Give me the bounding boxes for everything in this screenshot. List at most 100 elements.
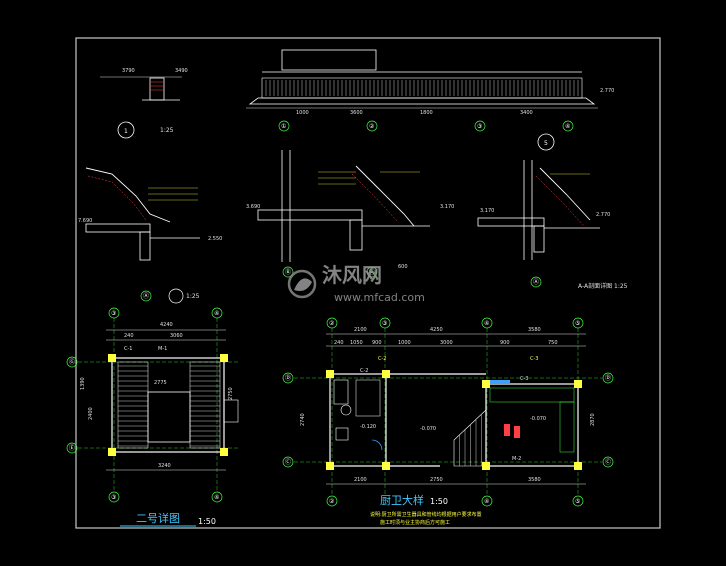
kb-sub-dim: 1000 (398, 340, 411, 346)
kb-grid-top-1: ② (329, 320, 335, 327)
grid-bubble-icon (366, 266, 378, 278)
kb-note-label-right: C-3 (530, 356, 538, 362)
grid-bubble-icon (602, 456, 614, 468)
elevation-dim-3: 1800 (420, 110, 433, 116)
watermark-brand: 沐风网 (322, 263, 382, 287)
elevation-axis-1: ① (281, 123, 286, 130)
kb-side-dim-1: 2740 (300, 413, 306, 426)
grid-bubble-icon (108, 491, 120, 503)
elevation-dim-right: 2.770 (600, 88, 614, 94)
grid-bubble-icon (366, 120, 378, 132)
kb-dim-bottom-3: 3580 (528, 477, 541, 483)
grid-bubble-icon (282, 266, 294, 278)
kb-grid-bottom-2: ④ (484, 498, 489, 505)
watermark-group: 沐风网 www.mfcad.com (287, 263, 425, 304)
grid-bubble-icon (530, 276, 542, 288)
watermark-url: www.mfcad.com (334, 291, 425, 304)
kb-level-1: -0.120 (360, 424, 376, 430)
grid-bubble-icon (140, 290, 152, 302)
stair-detail-scale: 1:50 (198, 517, 216, 526)
kb-title: 厨卫大样 (380, 493, 424, 507)
section-aa-top-label: 5 (544, 140, 548, 147)
kb-grid-top-2: ③ (382, 320, 387, 327)
kb-level-3: -0.070 (530, 416, 546, 422)
kb-grid-side-left-1: Ⓓ (285, 374, 291, 382)
kb-dim-bottom-2: 2750 (430, 477, 443, 483)
stair-dim-top-2: 240 (124, 333, 134, 339)
stair-grid-bottom-1: ③ (111, 494, 116, 501)
detail-1-label: 1 (124, 128, 128, 135)
kb-sub-dim: 3000 (440, 340, 453, 346)
section-aa-title: A-A剖面详图 1:25 (578, 282, 628, 290)
grid-bubble-icon (602, 372, 614, 384)
kb-sub-dim: 900 (372, 340, 382, 346)
stair-dim-top-1: 4240 (160, 322, 173, 328)
kb-dim-top-2: 4250 (430, 327, 443, 333)
grid-bubble-icon (474, 120, 486, 132)
kb-grid-top-3: ④ (484, 320, 489, 327)
elevation-axis-4: ④ (565, 123, 570, 130)
detail-1-scale: 1:25 (160, 127, 174, 134)
elevation-dim-1: 1000 (296, 110, 309, 116)
stair-label-m1: M-1 (158, 346, 167, 352)
kb-dim-bottom-1: 2100 (354, 477, 367, 483)
kb-label-m2: M-2 (512, 456, 521, 462)
detail-3-axis-2: Ⓒ (369, 268, 375, 276)
stair-grid-side-2: Ⓔ (69, 444, 75, 452)
kb-sub-dim: 900 (500, 340, 510, 346)
grid-bubble-icon (278, 120, 290, 132)
kb-level-2: -0.070 (420, 426, 436, 432)
kb-sub-dim: 240 (334, 340, 344, 346)
kb-note-2: 施工时须与业主协商后方可施工 (380, 519, 450, 526)
section-bubble-icon (117, 121, 135, 139)
kb-scale: 1:50 (430, 497, 448, 506)
stair-detail-title: 二号详图 (136, 511, 180, 525)
mfcad-logo-icon (287, 269, 317, 299)
detail-2-scale: 1:25 (186, 293, 200, 300)
kb-dim-top-3: 3580 (528, 327, 541, 333)
detail-3-axis-1: Ⓑ (285, 268, 291, 276)
stair-grid-top-2: ④ (214, 310, 219, 317)
detail-1-dim-2: 3490 (175, 68, 188, 74)
kb-grid-bottom-3: ⑤ (575, 498, 580, 505)
elevation-group: 2.770 1000 3600 1800 3400 ① ② ③ ④ (246, 49, 614, 132)
stair-dim-top-3: 3060 (170, 333, 183, 339)
kb-grid-side-left-2: Ⓒ (285, 458, 291, 466)
kb-note-1: 说明:厨卫所需卫生器具和管线均根据用户要求布置 (370, 511, 482, 518)
kb-grid-side-right-1: Ⓓ (605, 374, 611, 382)
kb-grid-bottom-1: ② (329, 498, 335, 505)
stair-grid-top-1: ③ (111, 310, 116, 317)
section-aa-dim-1: 3.170 (480, 208, 494, 214)
detail-1-dim-1: 3790 (122, 68, 135, 74)
kb-side-dim-2: 2870 (590, 413, 596, 426)
grid-bubble-icon (211, 491, 223, 503)
kb-note-label-left: C-2 (378, 356, 386, 362)
detail-2-dim: 7.690 (78, 218, 92, 224)
detail-2-group: 7.690 2.550 Ⓐ 1:25 (78, 167, 222, 304)
section-aa-group: 5 3.170 2.770 Ⓐ A-A剖面详图 1:25 (477, 133, 628, 290)
detail-3-dim-3: 600 (398, 264, 408, 270)
elevation-dim-4: 3400 (520, 110, 533, 116)
kb-label-c3: C-3 (520, 376, 528, 382)
grid-bubble-icon (572, 495, 584, 507)
kb-sub-dim: 750 (548, 340, 558, 346)
grid-bubble-icon (66, 356, 78, 368)
kb-grid-top-4: ⑤ (575, 320, 580, 327)
section-bubble-icon (168, 288, 184, 304)
elevation-dim-2: 3600 (350, 110, 363, 116)
section-aa-dim-2: 2.770 (596, 212, 610, 218)
detail-3-group: 3.690 3.170 600 Ⓑ Ⓒ (246, 150, 454, 278)
section-bubble-icon (537, 133, 555, 151)
kb-dim-top-1: 2100 (354, 327, 367, 333)
kb-label-c2: C-2 (360, 368, 368, 374)
grid-bubble-icon (282, 456, 294, 468)
grid-bubble-icon (282, 372, 294, 384)
stair-detail-group: ③ ④ 4240 240 3060 C-1 M-1 Ⓖ Ⓔ 1390 2400 … (66, 307, 240, 527)
stair-label-c1: C-1 (124, 346, 132, 352)
stair-dim-side-1: 1390 (80, 377, 86, 390)
stair-dim-side-2: 2400 (88, 407, 94, 420)
detail-2-level: 2.550 (208, 236, 222, 242)
detail-3-dim-2: 3.170 (440, 204, 454, 210)
detail-3-dim-1: 3.690 (246, 204, 260, 210)
